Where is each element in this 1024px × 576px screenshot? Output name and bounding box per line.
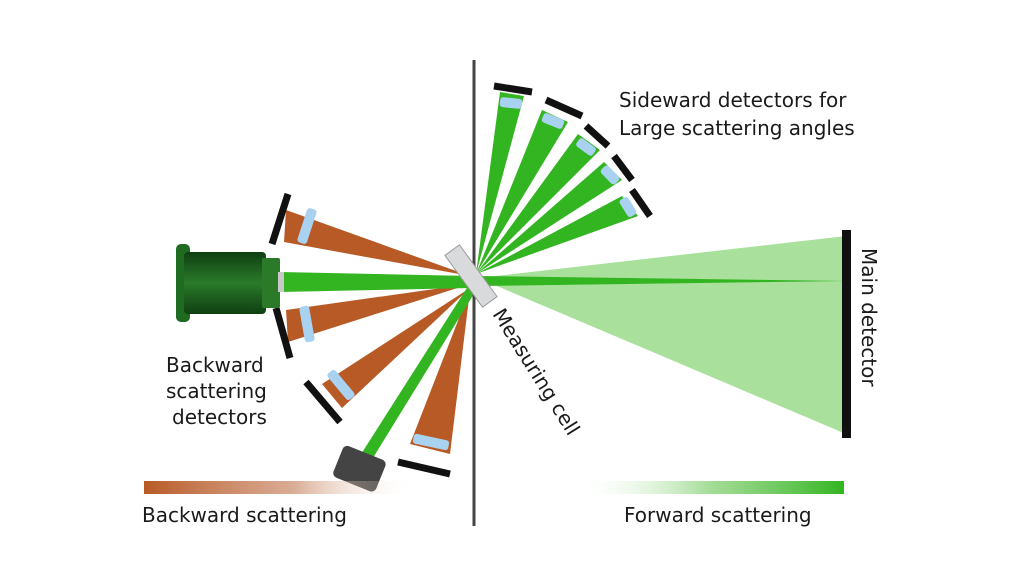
sideward-beam-3 — [476, 134, 600, 274]
backward-detector-lower-left — [303, 379, 343, 425]
sideward-lens-4 — [600, 165, 620, 185]
sideward-detectors — [493, 82, 653, 218]
sensor-beam — [356, 280, 480, 466]
incident-laser-beam — [280, 272, 472, 292]
backward-beam-bottom — [410, 290, 470, 454]
main-detector-bar — [842, 230, 851, 438]
sideward-detector-4 — [611, 153, 635, 183]
backward-detector-upper — [268, 192, 292, 246]
sideward-beam-4 — [476, 162, 622, 274]
backward-beam-lower-left — [322, 288, 470, 408]
backward-detectors-label-line3: detectors — [172, 405, 267, 429]
backward-lenses — [297, 208, 450, 451]
sideward-lens-5 — [619, 197, 637, 217]
main-detector-label: Main detector — [857, 248, 881, 387]
forward-scattering-label: Forward scattering — [624, 503, 812, 527]
sensor-icon — [333, 445, 386, 492]
sideward-lens-2 — [541, 113, 565, 129]
sideward-lens-1 — [499, 97, 523, 109]
backward-scattering-label: Backward scattering — [142, 503, 347, 527]
backward-beam-upper — [284, 210, 470, 276]
sideward-beam-2 — [476, 110, 568, 274]
backward-detector-middle — [272, 307, 294, 359]
sideward-lenses — [499, 97, 637, 217]
sideward-beam-5 — [476, 196, 638, 274]
backward-beams — [284, 210, 470, 454]
backward-lens-middle — [299, 305, 315, 343]
forward-scattering-bar — [574, 481, 844, 494]
laser-source-icon — [176, 244, 284, 322]
backward-detectors-label-line1: Backward — [166, 353, 264, 377]
sideward-lens-3 — [576, 138, 596, 156]
backward-detectors-label-line2: scattering — [166, 379, 267, 403]
backward-scattering-bar — [144, 481, 414, 494]
backward-beam-middle — [286, 284, 470, 342]
backward-lens-bottom — [412, 433, 450, 451]
sideward-detectors-label-line1: Sideward detectors for — [619, 88, 847, 112]
sideward-detector-1 — [493, 82, 533, 96]
sideward-detector-2 — [544, 96, 584, 120]
forward-scatter-cone — [478, 236, 846, 434]
sideward-detector-3 — [583, 123, 611, 149]
backward-lens-upper — [297, 208, 317, 244]
sideward-beams — [476, 92, 638, 274]
backward-lens-lower-left — [327, 369, 355, 401]
backward-detectors — [268, 192, 451, 478]
sideward-beam-1 — [476, 92, 524, 274]
sideward-detector-5 — [629, 188, 653, 218]
forward-central-beam — [478, 276, 846, 286]
sideward-detectors-label-line2: Large scattering angles — [619, 116, 855, 140]
measuring-cell-label: Measuring cell — [488, 304, 585, 440]
backward-detector-bottom — [397, 458, 451, 478]
measuring-cell — [444, 244, 498, 308]
